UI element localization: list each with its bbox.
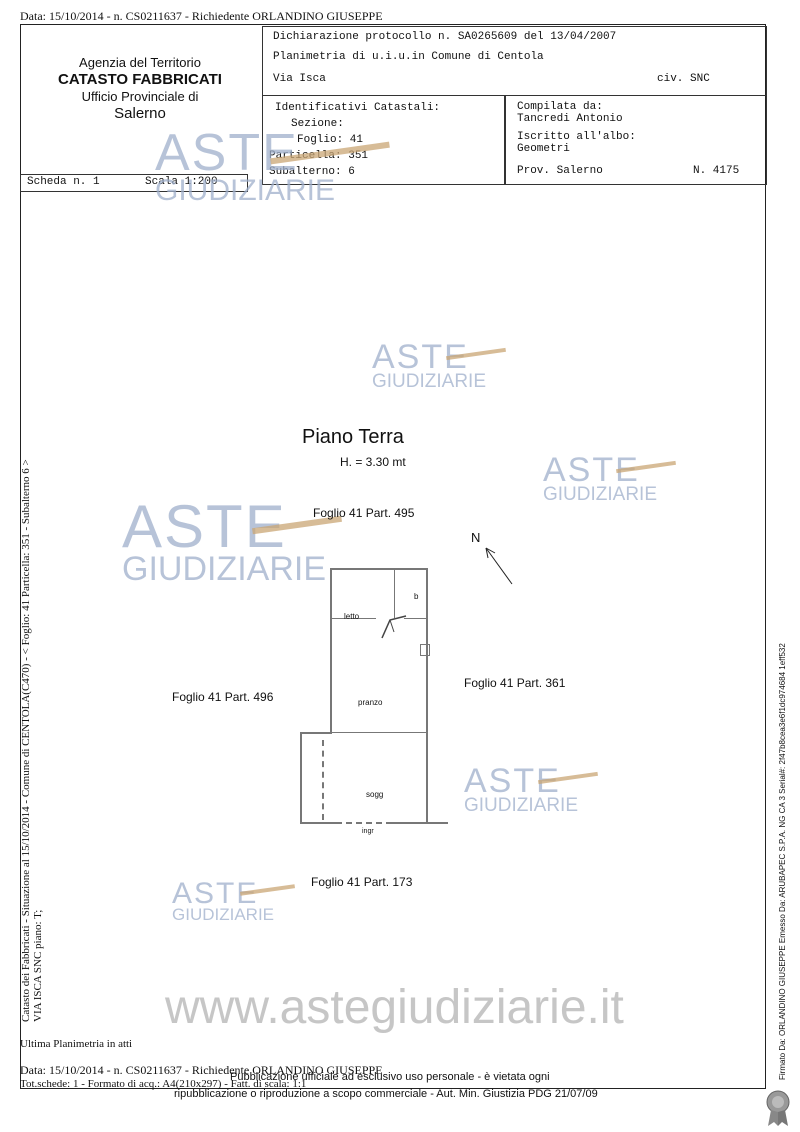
room-letto: letto [344,612,360,621]
watermark-aste: ASTE GIUDIZIARIE [122,497,327,588]
watermark-aste: ASTE GIUDIZIARIE [372,338,487,392]
neighbor-top: Foglio 41 Part. 495 [313,506,415,520]
watermark-giudiziarie-word: GIUDIZIARIE [172,905,275,924]
watermark-aste: ASTE GIUDIZIARIE [172,877,275,924]
footer-tot-line: Tot.schede: 1 - Formato di acq.: A4(210x… [20,1078,307,1090]
scheda-bar: Scheda n. 1 Scala 1:200 [20,174,248,192]
side-text-catasto: Catasto dei Fabbricati - Situazione al 1… [20,459,32,1022]
watermark-aste-word: ASTE [543,451,640,489]
compiler-name: Tancredi Antonio [517,113,623,125]
seal-badge-icon [766,1090,790,1126]
notice-line-2: ripubblicazione o riproduzione a scopo c… [174,1088,598,1100]
albo-label: Iscritto all'albo: [517,131,636,143]
protocol-line: Dichiarazione protocollo n. SA0265609 de… [273,31,617,43]
neighbor-left: Foglio 41 Part. 496 [172,690,274,704]
watermark-giudiziarie-word: GIUDIZIARIE [155,173,336,207]
room-ingresso: ingr [362,828,374,835]
scheda-number: Scheda n. 1 [27,176,100,188]
neighbor-bottom: Foglio 41 Part. 173 [311,875,413,889]
floor-plan-drawing: letto b pranzo sogg ingr [300,568,460,835]
declaration-box: Dichiarazione protocollo n. SA0265609 de… [262,26,767,96]
subalterno-field: Subalterno: 6 [269,166,355,178]
site-watermark: www.astegiudiziarie.it [165,981,624,1034]
albo-value: Geometri [517,143,570,155]
civ-line: civ. SNC [657,73,710,85]
office-city: Salerno [114,105,166,122]
scale-value: Scala 1:200 [145,176,218,188]
watermark-giudiziarie-word: GIUDIZIARIE [464,794,579,816]
plan-line: Planimetria di u.i.u.in Comune di Centol… [273,51,544,63]
notice-line-1: Pubblicazione ufficiale ad esclusivo uso… [230,1071,550,1083]
compiler-label: Compilata da: [517,101,603,113]
office-label: Ufficio Provinciale di [81,89,199,104]
floor-title: Piano Terra [302,426,404,448]
watermark-aste-word: ASTE [464,762,561,800]
watermark-giudiziarie-word: GIUDIZIARIE [543,483,658,505]
room-bagno: b [414,592,419,601]
watermark-aste: ASTE GIUDIZIARIE [464,762,579,816]
province: Prov. Salerno [517,165,603,177]
compiler-box: Compilata da: Tancredi Antonio Iscritto … [504,95,767,185]
digital-signature-text: Firmato Da: ORLANDINO GIUSEPPE Emesso Da… [778,643,787,1080]
street-line: Via Isca [273,73,326,85]
room-pranzo: pranzo [358,698,383,707]
watermark-aste: ASTE GIUDIZIARIE [155,124,336,207]
catasto-title: CATASTO FABBRICATI [58,71,222,88]
header-line: Data: 15/10/2014 - n. CS0211637 - Richie… [20,9,383,23]
neighbor-right: Foglio 41 Part. 361 [464,676,566,690]
identifiers-heading: Identificativi Catastali: [275,102,441,114]
watermark-aste-word: ASTE [172,877,259,910]
document-frame [20,24,766,1089]
watermark-aste: ASTE GIUDIZIARIE [543,451,658,505]
side-text-address: VIA ISCA SNC piano: T; [32,909,44,1022]
north-label: N [471,530,481,545]
last-plan-note: Ultima Planimetria in atti [20,1038,133,1050]
watermark-aste-word: ASTE [155,124,299,182]
register-number: N. 4175 [693,165,740,177]
footer-data-line: Data: 15/10/2014 - n. CS0211637 - Richie… [20,1063,383,1077]
north-arrow-icon [485,547,513,585]
floor-height: H. = 3.30 mt [340,455,406,469]
room-soggiorno: sogg [366,790,384,799]
watermark-giudiziarie-word: GIUDIZIARIE [122,550,327,588]
agency-name: Agenzia del Territorio [79,55,201,70]
watermark-giudiziarie-word: GIUDIZIARIE [372,370,487,392]
sezione-field: Sezione: [291,118,344,130]
watermark-aste-word: ASTE [372,338,469,376]
agency-block: Agenzia del Territorio CATASTO FABBRICAT… [40,54,240,122]
foglio-field: Foglio: 41 [297,134,364,146]
